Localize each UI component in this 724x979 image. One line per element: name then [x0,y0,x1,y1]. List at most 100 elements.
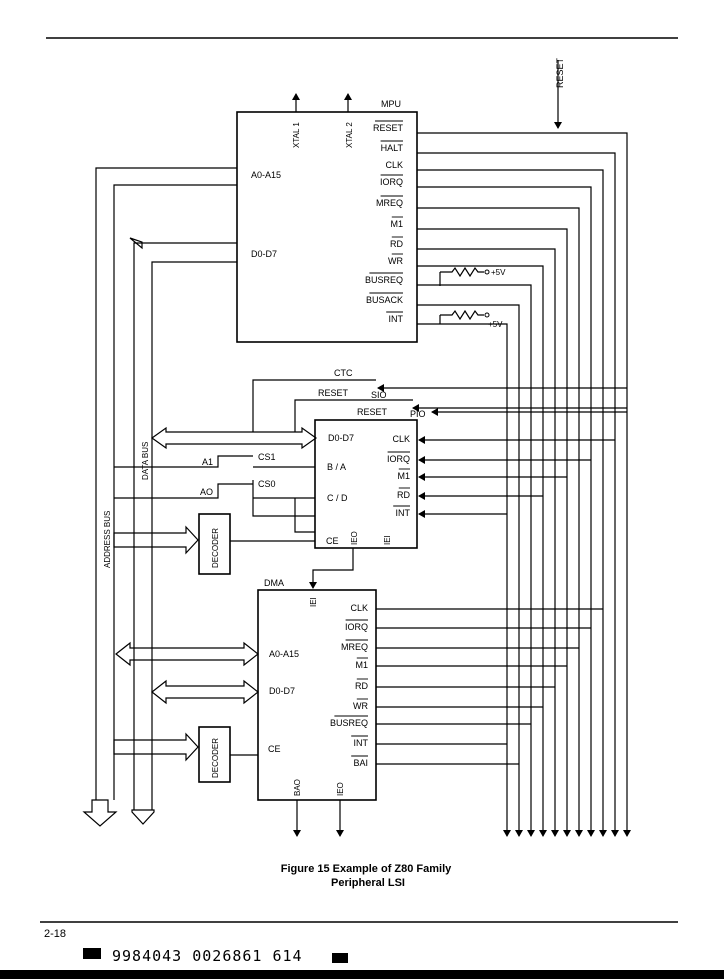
dma-title: DMA [264,578,284,588]
mpu-wire-iorq [417,186,595,837]
addr-bus-outer [95,167,237,800]
mpu-wire-mreq [417,207,583,837]
decoder-2-input-arrow [113,732,199,762]
dma-pin-wr: WR [353,701,368,711]
dma-pin-mreq: MREQ [341,642,368,652]
sio-reset-label: RESET [357,407,388,417]
pio-ieo-label: IEO [350,531,359,545]
dma-block [257,589,377,801]
pio-pin-int: INT [396,508,411,518]
mpu-addr-label: A0-A15 [251,170,281,180]
mpu-title: MPU [381,99,401,109]
mpu-wire-int [417,323,511,837]
dma-pin-busreq: BUSREQ [330,718,368,728]
data-bus-inner [151,261,237,810]
mpu-wire-m1 [417,228,571,837]
mpu-pin-rd: RD [390,239,403,249]
reset-input-label: RESET [555,57,565,88]
pullup1-terminal [484,269,490,275]
dma-ieo-label: IEO [336,782,345,796]
mpu-xtal2-label: XTAL 2 [345,122,354,148]
dma-bao-label: BAO [293,779,302,796]
pio-pin-clk: CLK [392,434,410,444]
pio-block [314,419,418,549]
caption-line1: Figure 15 Example of Z80 Family [281,863,452,875]
mpu-pin-int: INT [389,314,404,324]
scan-edge [0,970,724,979]
decoder-2-label: DECODER [211,738,220,778]
pio-pin-rd: RD [397,490,410,500]
a0-label: AO [200,487,213,497]
mpu-block [236,111,418,343]
decoder-1-input-arrow [113,525,199,555]
dma-ce-label: CE [268,744,281,754]
mpu-wire-busack [417,304,523,837]
mpu-pullup1-label: +5V [491,268,506,277]
sio-frame [294,399,413,432]
cs0-label: CS0 [258,479,276,489]
mpu-pin-halt: HALT [381,143,404,153]
barcode-mark-left [83,948,101,959]
mpu-pin-mreq: MREQ [376,198,403,208]
pio-pin-m1: M1 [397,471,410,481]
pio-ba-label: B / A [327,462,346,472]
cs1-label: CS1 [258,452,276,462]
sio-frame-lower [294,498,315,533]
mpu-pullup2-label: +5V [488,320,503,329]
mpu-wire-wr [417,265,547,837]
dma-data-label: D0-D7 [269,686,295,696]
decoder-1-block [198,513,231,575]
addr-bus-arrow [82,799,118,827]
dma-pin-clk: CLK [350,603,368,613]
pio-pin-iorq: IORQ [387,454,410,464]
mpu-pin-labels: RESETHALTCLKIORQMREQM1RDWRBUSREQBUSACKIN… [365,120,404,324]
address-bus-label: ADDRESS BUS [103,511,112,568]
data-bus-arrow [131,809,155,825]
mpu-wire-busreq [417,284,535,837]
mpu-wire-clk [417,169,607,837]
caption-line2: Peripheral LSI [331,877,405,889]
pio-title: PIO [410,409,426,419]
mpu-pin-busack: BUSACK [366,295,403,305]
a1-label: A1 [202,457,213,467]
mpu-pin-wr: WR [388,256,403,266]
ctc-frame-lower [252,480,315,517]
ctc-frame [252,379,376,432]
resistor-1 [440,266,484,278]
mpu-wire-reset [417,132,631,837]
dma-signal-wires [376,608,603,765]
mpu-pin-clk: CLK [385,160,403,170]
mpu-xtal1-label: XTAL 1 [292,122,301,148]
mpu-pin-m1: M1 [390,219,403,229]
dma-pin-int: INT [354,738,369,748]
pio-data-label: D0-D7 [328,433,354,443]
dma-addr-label: A0-A15 [269,649,299,659]
resistor-2 [440,309,484,321]
decoder-1-label: DECODER [211,528,220,568]
dma-addr-bus-arrow [115,641,259,667]
mpu-wire-halt [417,152,619,837]
page-number: 2-18 [44,928,66,940]
mpu-data-label: D0-D7 [251,249,277,259]
dma-pin-rd: RD [355,681,368,691]
pio-data-bus-arrow [150,426,318,450]
dma-data-bus-arrow [151,679,259,705]
barcode-mark-right [332,953,348,963]
pullup2-terminal [484,312,490,318]
pio-iei-label: IEI [383,535,392,545]
ctc-reset-label: RESET [318,388,349,398]
data-bus-arrowhead-a [129,237,143,250]
ctc-title: CTC [334,368,353,378]
mpu-pin-reset: RESET [373,123,404,133]
mpu-wire-rd [417,248,559,837]
mpu-pin-iorq: IORQ [380,177,403,187]
dma-pin-iorq: IORQ [345,622,368,632]
dma-iei-label: IEI [309,597,318,607]
mpu-signal-wires [417,132,631,837]
pio-cd-label: C / D [327,493,348,503]
a0-wire [114,483,253,499]
